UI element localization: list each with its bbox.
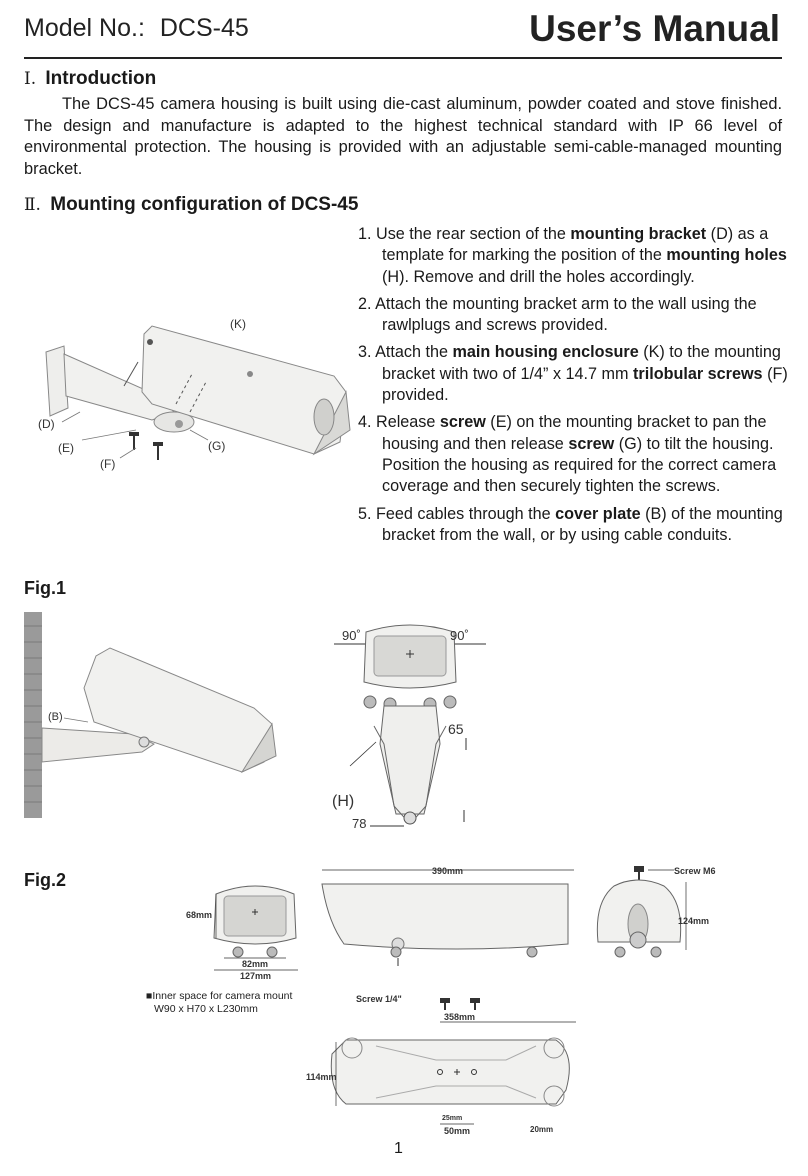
step-text: (G) to tilt the housing. Position the ho…	[382, 434, 777, 496]
angle-left: 90˚	[342, 628, 361, 643]
mounting-steps: 1. Use the rear section of the mounting …	[358, 224, 788, 552]
wall-mounted-illustration: (B)	[24, 612, 277, 818]
dim-hole-50: 50mm	[444, 1126, 470, 1136]
step-text: Attach the	[375, 343, 453, 362]
section-title: Mounting configuration of DCS-45	[50, 194, 359, 215]
angle-right: 90˚	[450, 628, 469, 643]
step-number: 3.	[358, 343, 372, 362]
step-emphasis: mounting holes	[666, 246, 787, 265]
step-text: Use the rear section of the	[376, 225, 571, 243]
section-title: Introduction	[45, 68, 157, 89]
callout-k: (K)	[230, 317, 246, 331]
page-number: 1	[394, 1140, 403, 1157]
holes-callout: (H)	[332, 793, 354, 810]
dim-rear-height: 124mm	[678, 916, 709, 926]
section-numeral: Ⅱ.	[24, 195, 41, 215]
step-emphasis: cover plate	[555, 504, 641, 523]
fig2-label: Fig.2	[24, 870, 67, 890]
step-1: 1. Use the rear section of the mounting …	[358, 224, 788, 288]
base-plate-dimension-view: Screw 1/4" 358mm 114mm 25mm 50mm 20mm	[306, 994, 576, 1136]
side-dimension-view: 390mm	[321, 866, 574, 966]
step-emphasis: main housing enclosure	[452, 343, 639, 362]
dim-78: 78	[352, 816, 366, 831]
dim-edge-20: 20mm	[530, 1125, 553, 1134]
model-number: Model No.: DCS-45	[24, 14, 249, 43]
introduction-body: The DCS-45 camera housing is built using…	[24, 94, 782, 180]
header-rule	[24, 57, 782, 59]
inner-space-note: ■Inner space for camera mount W90 x H70 …	[146, 990, 292, 1016]
dim-bottom-screw: Screw 1/4"	[356, 994, 402, 1004]
model-value: DCS-45	[159, 14, 249, 42]
dim-hole-span: 358mm	[444, 1012, 475, 1022]
callout-g: (G)	[208, 439, 225, 453]
callout-e: (E)	[58, 441, 74, 455]
callout-b: (B)	[48, 711, 63, 723]
step-emphasis: trilobular screws	[633, 364, 763, 383]
inner-space-title: Inner space for camera mount	[152, 990, 293, 1002]
callout-f: (F)	[100, 457, 115, 471]
dim-rear-screw: Screw M6	[674, 866, 716, 876]
dim-base-width: 114mm	[306, 1072, 337, 1082]
section-introduction-heading: Ⅰ. Introduction	[24, 68, 156, 90]
step-emphasis: screw	[439, 413, 486, 432]
step-text: (H). Remove and drill the holes accordin…	[382, 267, 695, 286]
model-label: Model No.:	[24, 14, 145, 42]
dim-front-inner-width: 82mm	[242, 959, 268, 969]
step-3: 3. Attach the main housing enclosure (K)…	[358, 342, 788, 406]
step-number: 5.	[358, 504, 372, 523]
step-text: (B) of the mounting bracket from the wal…	[382, 504, 783, 544]
dim-hole-25: 25mm	[442, 1115, 462, 1122]
introduction-text: The DCS-45 camera housing is built using…	[24, 95, 782, 178]
step-text: Feed cables through the	[376, 504, 556, 523]
manual-title: User’s Manual	[529, 8, 780, 49]
inner-space-value: W90 x H70 x L230mm	[154, 1003, 258, 1015]
dim-front-width: 127mm	[240, 971, 271, 980]
step-emphasis: screw	[568, 434, 615, 453]
step-5: 5. Feed cables through the cover plate (…	[358, 504, 788, 547]
callout-d: (D)	[38, 417, 55, 431]
step-text: (E) on the mounting bracket to pan the h…	[382, 413, 767, 453]
step-4: 4. Release screw (E) on the mounting bra…	[358, 412, 788, 497]
step-text: (F) provided.	[382, 364, 788, 405]
rear-dimension-view: Screw M6 124mm	[596, 866, 716, 958]
step-text: Attach the mounting bracket arm to the w…	[375, 294, 757, 335]
fig1-label: Fig.1	[24, 578, 67, 598]
dim-front-height: 68mm	[186, 910, 212, 920]
section-numeral: Ⅰ.	[24, 69, 37, 89]
dim-length: 390mm	[432, 866, 463, 876]
front-view-diagram: 90˚ 90˚ 65 (H) 78	[332, 624, 486, 831]
front-dimension-view: 68mm 82mm 127mm	[186, 885, 298, 980]
step-emphasis: mounting bracket	[570, 225, 707, 243]
step-2: 2. Attach the mounting bracket arm to th…	[358, 294, 788, 337]
bullet-square-icon: ■	[146, 990, 153, 1002]
exploded-mounting-illustration: (K) (D) (E) (F) (G)	[38, 317, 351, 471]
step-text: Release	[376, 413, 440, 432]
step-number: 1.	[358, 225, 372, 243]
step-number: 4.	[358, 413, 372, 432]
dim-65: 65	[448, 721, 464, 737]
step-text: (K) to the mounting bracket with two of …	[382, 343, 781, 383]
step-number: 2.	[358, 294, 372, 313]
section-mounting-heading: Ⅱ. Mounting configuration of DCS-45	[24, 194, 358, 216]
step-text: (D) as a template for marking the positi…	[382, 225, 769, 265]
